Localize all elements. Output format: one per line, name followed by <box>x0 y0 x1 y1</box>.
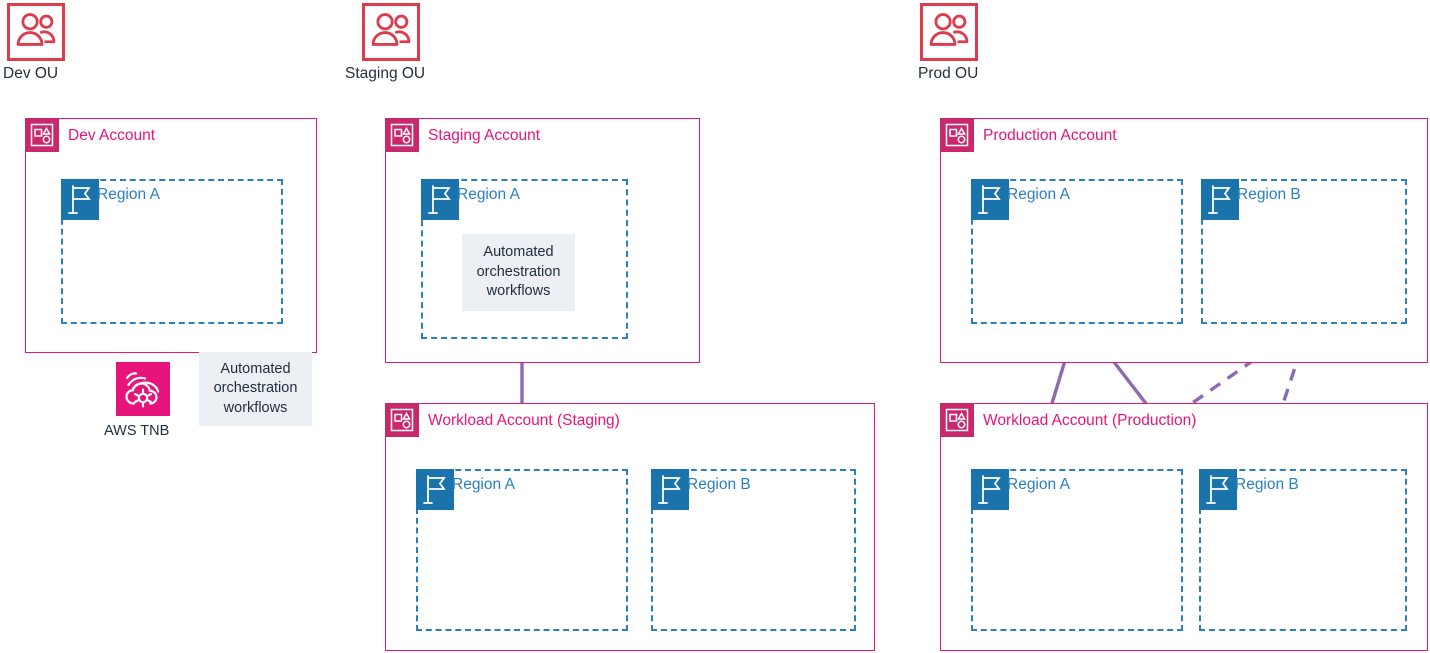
account-title-dev: Dev Account <box>68 127 156 144</box>
region-title-prod-region-b: Region B <box>1237 186 1301 203</box>
region-box-prod-region-a: Region A <box>971 179 1183 324</box>
account-shapes-icon <box>385 403 419 437</box>
aws-tnb-icon <box>116 362 170 416</box>
resource-box-automated-orchestration-workflows: Automated orchestration workflows <box>462 234 575 311</box>
users-icon <box>920 3 978 61</box>
ou-label-staging: Staging OU <box>345 65 426 82</box>
region-title-prod-region-a: Region A <box>1007 186 1070 203</box>
users-icon <box>362 3 420 61</box>
region-title-staging-workload-region-b: Region B <box>687 476 751 493</box>
region-box-staging-workload-region-a: Region A <box>416 469 628 631</box>
region-title-dev-region-a: Region A <box>97 186 160 203</box>
region-flag-icon <box>1201 179 1239 220</box>
region-flag-icon <box>421 179 459 220</box>
ou-label-prod: Prod OU <box>918 65 979 82</box>
account-box-staging: Staging Account Region A Automated orche… <box>385 118 700 363</box>
region-box-prod-workload-region-a: Region A <box>971 469 1183 631</box>
service-label-aws-tnb: AWS TNB <box>104 423 170 439</box>
account-box-dev: Dev Account Region A <box>25 118 317 438</box>
region-box-prod-region-b: Region B <box>1201 179 1407 324</box>
region-flag-icon <box>971 179 1009 220</box>
account-shapes-icon <box>25 118 59 152</box>
account-box-production: Production Account Region A Automated or… <box>940 118 1428 363</box>
region-box-prod-workload-region-b: Region B <box>1199 469 1407 631</box>
region-box-staging-workload-region-b: Region B <box>651 469 856 631</box>
region-flag-icon <box>971 469 1009 510</box>
users-icon <box>7 3 65 61</box>
account-box-workload-staging: Workload Account (Staging) Region A <box>385 403 875 651</box>
resource-box-automated-orchestration-workflows: Automated orchestration workflows <box>199 352 312 426</box>
region-flag-icon <box>416 469 454 510</box>
account-title-workload-staging: Workload Account (Staging) <box>428 412 620 429</box>
ou-label-dev: Dev OU <box>3 65 59 82</box>
region-flag-icon <box>61 179 99 220</box>
account-title-workload-production: Workload Account (Production) <box>983 412 1197 429</box>
account-box-workload-production: Workload Account (Production) Region A <box>940 403 1428 651</box>
region-flag-icon <box>651 469 689 510</box>
region-box-staging-region-a: Region A <box>421 179 628 339</box>
region-title-staging-region-a: Region A <box>457 186 520 203</box>
region-flag-icon <box>1199 469 1237 510</box>
region-title-prod-workload-region-a: Region A <box>1007 476 1070 493</box>
account-shapes-icon <box>940 118 974 152</box>
account-shapes-icon <box>940 403 974 437</box>
account-shapes-icon <box>385 118 419 152</box>
account-title-staging: Staging Account <box>428 127 541 144</box>
region-title-prod-workload-region-b: Region B <box>1235 476 1299 493</box>
region-title-staging-workload-region-a: Region A <box>452 476 515 493</box>
account-title-production: Production Account <box>983 127 1117 144</box>
region-box-dev-region-a: Region A <box>61 179 283 324</box>
